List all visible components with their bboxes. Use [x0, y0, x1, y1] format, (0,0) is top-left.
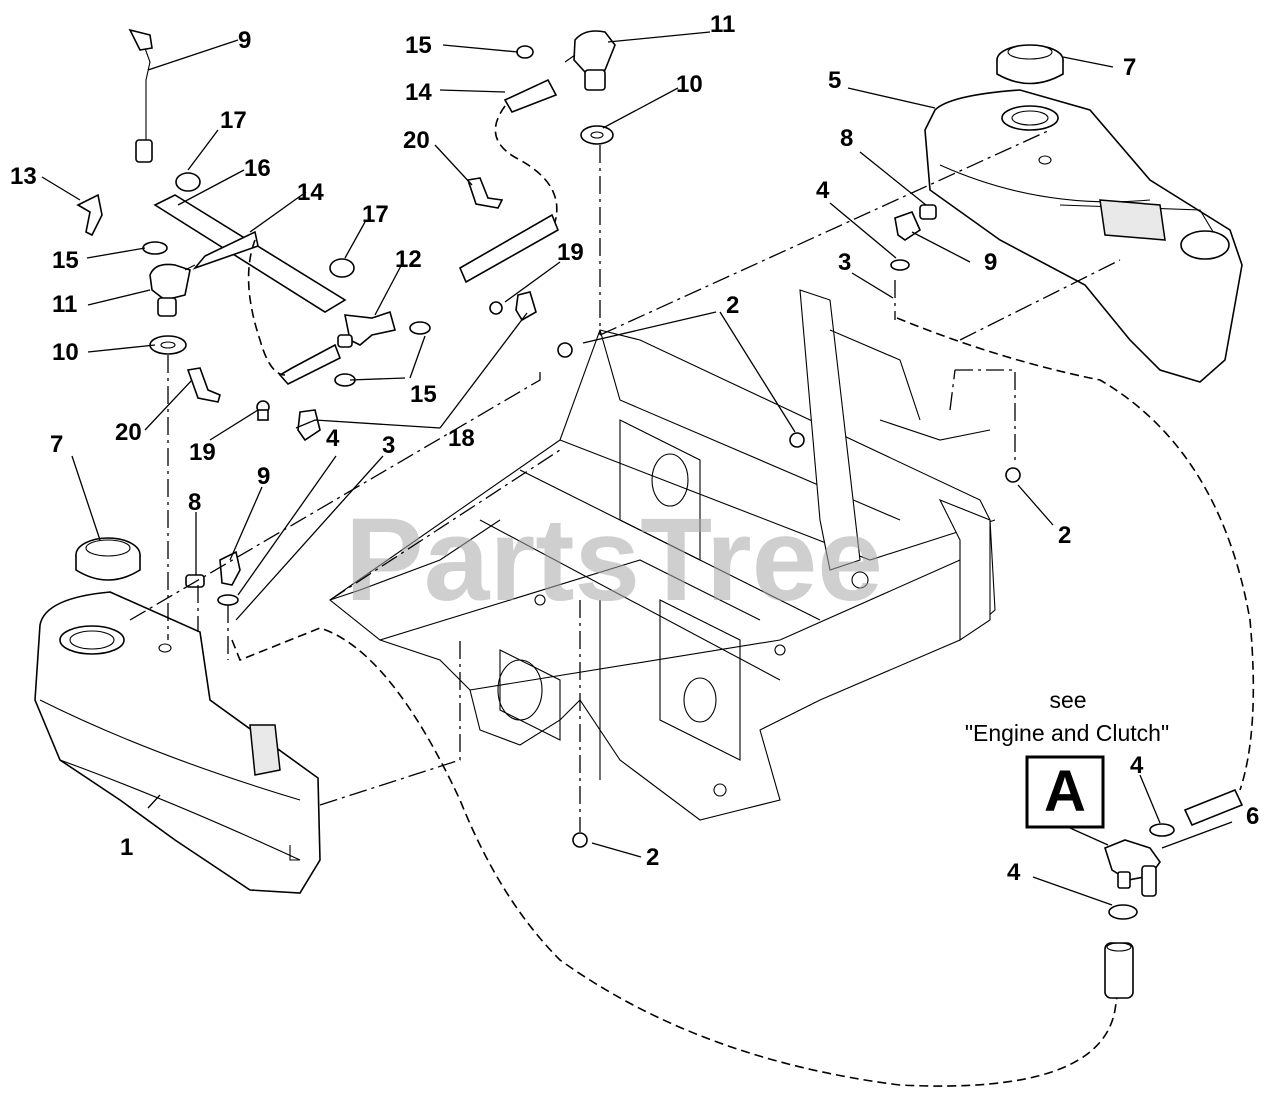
clip-20-left: [186, 367, 221, 403]
callout-9-right: 9: [984, 249, 997, 276]
hose-clip-17-left: [175, 172, 201, 192]
callout-20-top: 20: [403, 127, 430, 154]
screws-2: [557, 342, 1021, 848]
callout-15-left: 15: [52, 247, 79, 274]
hose-clamp-4-lower: [1108, 904, 1138, 920]
clip-20-top: [466, 177, 504, 209]
bracket-13: [76, 193, 103, 237]
callout-18: 18: [448, 425, 475, 452]
callout-20-left: 20: [115, 419, 142, 446]
hose-clip-17-mid: [329, 258, 355, 278]
grommet-10-left: [149, 335, 187, 355]
reference-box-letter: A: [1044, 759, 1086, 824]
hose-clamp-right-4: [890, 259, 910, 271]
callout-4-valve: 4: [1130, 752, 1144, 779]
hose-clamp-left-4: [217, 594, 239, 606]
callout-14-top: 14: [405, 79, 432, 106]
fuel-cap-right: [996, 44, 1064, 85]
fuel-filter-11-left: [149, 263, 196, 317]
fuel-line-wire-9-top: [128, 28, 153, 163]
fuel-cap-left: [75, 537, 141, 581]
callout-16: 16: [244, 155, 271, 182]
fuel-shutoff-valve-6: [1104, 823, 1175, 897]
callout-3-left: 3: [382, 432, 395, 459]
hose-14-top: [458, 78, 560, 284]
callout-12: 12: [395, 246, 422, 273]
callout-10-top: 10: [676, 71, 703, 98]
callout-14-left: 14: [297, 179, 324, 206]
clamp-15-left: [142, 241, 168, 255]
callout-3-right: 3: [838, 249, 851, 276]
clamp-15-top: [516, 45, 534, 59]
hose-14-left: [192, 230, 342, 385]
clamp-15-mid: [334, 321, 431, 387]
reference-box-a[interactable]: A: [1025, 755, 1105, 829]
reference-note-line1: see: [1049, 687, 1086, 713]
callout-1: 1: [120, 834, 133, 861]
callout-15-mid: 15: [410, 381, 437, 408]
callout-17-mid: 17: [362, 201, 389, 228]
fuel-hoses: [231, 317, 1255, 1087]
clamp-18: [297, 409, 321, 442]
callout-13: 13: [10, 163, 37, 190]
callout-7-left: 7: [50, 431, 63, 458]
callout-19-mid: 19: [557, 239, 584, 266]
grommet-10-top: [580, 125, 614, 145]
callout-11-left: 11: [52, 291, 77, 318]
reference-note-line2: "Engine and Clutch": [965, 720, 1169, 746]
callout-10-left: 10: [52, 339, 79, 366]
callout-5: 5: [828, 67, 841, 94]
callout-4-right: 4: [816, 177, 830, 204]
bushing-right-8: [919, 204, 937, 220]
tee-fitting-12: [337, 310, 396, 348]
callout-11-top: 11: [710, 11, 735, 38]
callout-7-right: 7: [1123, 54, 1136, 81]
clamp-19-mid: [489, 291, 537, 322]
callout-19-left: 19: [189, 439, 216, 466]
assembly-lines: [129, 129, 1121, 832]
elbow-fitting-right-9: [894, 210, 922, 241]
hose-4-lower: [1104, 942, 1134, 999]
callout-9-top: 9: [238, 27, 251, 54]
right-fuel-tank: [924, 89, 1243, 383]
callout-2-top: 2: [726, 292, 739, 319]
callout-8-right: 8: [840, 125, 853, 152]
hose-6-right: [1183, 788, 1244, 827]
callout-6: 6: [1246, 803, 1259, 830]
callout-2-bottom: 2: [646, 844, 659, 871]
left-fuel-tank: [34, 591, 321, 894]
tube-16: [153, 194, 347, 313]
callout-8-left: 8: [188, 489, 201, 516]
bolt-19-left: [256, 400, 270, 421]
watermark-text: PartsTree: [345, 494, 883, 626]
callout-4-left: 4: [326, 425, 340, 452]
fuel-filter-11-top: [564, 30, 616, 91]
callout-15-top: 15: [405, 32, 432, 59]
callout-17-left: 17: [220, 107, 247, 134]
callout-2-right: 2: [1058, 522, 1071, 549]
leader-lines: [41, 31, 1233, 906]
chassis-frame: [329, 289, 996, 821]
callout-9-left: 9: [257, 463, 270, 490]
callout-4-lower: 4: [1007, 859, 1021, 886]
callout-labels: 9 17 16 13 14 15 11 10 17 12 15 20 19 18…: [10, 11, 1259, 886]
